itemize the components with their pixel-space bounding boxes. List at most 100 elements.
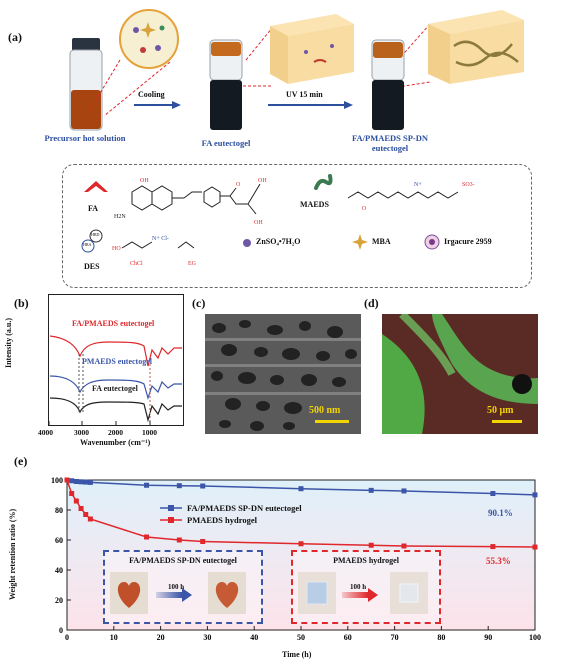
svg-text:HO: HO (112, 246, 121, 252)
series-2-point (532, 544, 538, 550)
panel-b-label: (b) (14, 296, 29, 310)
legend-hbd: HBD (91, 232, 100, 237)
svg-text:O: O (236, 182, 241, 188)
y-tick-label: 60 (55, 536, 63, 545)
x-tick-label: 0 (65, 633, 69, 642)
series-2-point (69, 491, 75, 496)
legend-chcl: ChCl (130, 261, 143, 267)
fa-gel-block (270, 14, 354, 84)
ftir-ylabel: Intensity (a.u.) (4, 317, 13, 368)
annotation-55: 55.3% (486, 556, 511, 566)
irgacure-icon (424, 234, 440, 250)
panel-d-label: (d) (364, 296, 379, 310)
legend-mba: MBA (372, 237, 391, 246)
legend-fa: FA (88, 204, 99, 213)
ftir-xtick-2000: 2000 (108, 428, 123, 437)
series-1-point (69, 478, 75, 484)
series-2-point (83, 512, 89, 517)
series-2-point (200, 539, 206, 544)
sp-dn-gel-block (428, 10, 524, 84)
x-tick-label: 30 (203, 633, 211, 642)
series-2-point (144, 534, 150, 540)
arrow-cooling-label: Cooling (138, 90, 165, 99)
series-2-point (64, 477, 70, 483)
legend-maeds: MAEDS (300, 200, 329, 209)
x-tick-label: 10 (110, 633, 118, 642)
series-2-point (176, 537, 182, 543)
components-legend-box (62, 164, 532, 288)
y-tick-label: 100 (51, 476, 63, 485)
inset-left-time: 100 h (168, 583, 185, 591)
square-gel-images (298, 572, 428, 614)
legend-znso4: ZnSO₄•7H₂O (256, 237, 301, 246)
svg-text:OH: OH (254, 220, 263, 226)
caption-precursor: Precursor hot solution (44, 133, 126, 143)
series-1-point (298, 486, 304, 492)
arrow-uv-label: UV 15 min (286, 90, 323, 99)
svg-text:H2N: H2N (114, 214, 126, 220)
x-tick-label: 20 (157, 633, 165, 642)
legend-series-2: PMAEDS hydrogel (187, 515, 257, 525)
maeds-icon (314, 174, 333, 190)
panel-a-label: (a) (8, 30, 22, 44)
panel-e-label: (e) (14, 454, 28, 468)
ftir-label-fa-pmaeds: FA/PMAEDS eutectogel (72, 319, 155, 328)
inset-left-title: FA/PMAEDS SP-DN eutectogel (129, 556, 237, 565)
inset-right-title: PMAEDS hydrogel (333, 556, 399, 565)
series-1-point (78, 479, 84, 485)
legend-hba: HBA (83, 242, 92, 247)
ftir-label-pmaeds: PMAEDS eutectogel (82, 357, 152, 366)
heart-gel-images (110, 572, 246, 614)
x-tick-label: 60 (344, 633, 352, 642)
folic-acid-structure-icon: OH H2N O OH OH (114, 178, 267, 226)
sem-image (205, 314, 361, 434)
x-tick-label: 40 (250, 633, 258, 642)
y-tick-label: 40 (55, 566, 63, 575)
panel-c-label: (c) (192, 296, 206, 310)
x-tick-label: 80 (437, 633, 445, 642)
precursor-vial (69, 38, 103, 131)
fa-icon (84, 181, 108, 192)
znso4-icon (243, 239, 251, 247)
series-1-point (532, 492, 538, 498)
ftir-xtick-1000: 1000 (142, 428, 157, 437)
annotation-90: 90.1% (488, 508, 513, 518)
svg-text:N+: N+ (414, 182, 422, 188)
arrow-uv (268, 101, 353, 109)
series-1-point (83, 479, 89, 485)
svg-text:SO3-: SO3- (462, 182, 475, 188)
caption-sp-dn-eutectogel: FA/PMAEDS SP-DN eutectogel (351, 133, 429, 153)
series-2-point (401, 543, 407, 549)
mba-icon (352, 234, 368, 250)
y-tick-label: 0 (59, 626, 63, 635)
ftir-label-fa: FA eutectogel (92, 384, 138, 393)
series-2-point (298, 541, 304, 547)
y-tick-label: 20 (55, 596, 63, 605)
ftir-xlabel: Wavenumber (cm⁻¹) (80, 438, 151, 447)
y-tick-label: 80 (55, 506, 63, 515)
ftir-chart (48, 294, 184, 426)
sp-dn-eutectogel-vial (371, 39, 405, 130)
x-tick-label: 100 (529, 633, 541, 642)
x-tick-label: 70 (391, 633, 399, 642)
svg-text:OH: OH (140, 178, 149, 184)
series-2-point (78, 506, 84, 511)
maeds-structure-icon: O N+ SO3- (347, 182, 475, 212)
inset-right-time: 100 h (350, 583, 367, 591)
x-tick-label: 50 (297, 633, 305, 642)
fluorescence-image (382, 314, 538, 434)
series-2-point (87, 516, 93, 522)
legend-des: DES (84, 262, 100, 271)
ftir-xtick-4000: 4000 (38, 428, 53, 437)
ftir-xtick-3000: 3000 (74, 428, 89, 437)
legend-eg: EG (188, 261, 196, 267)
series-1-point (490, 491, 496, 496)
svg-text:OH: OH (258, 178, 267, 184)
fa-eutectogel-vial (209, 39, 243, 130)
series-1-point (200, 483, 206, 489)
series-1-point (176, 483, 182, 489)
svg-text:N+ Cl-: N+ Cl- (152, 236, 169, 242)
series-2-point (73, 498, 79, 504)
chcl-structure-icon: HO N+ Cl- (112, 236, 195, 252)
